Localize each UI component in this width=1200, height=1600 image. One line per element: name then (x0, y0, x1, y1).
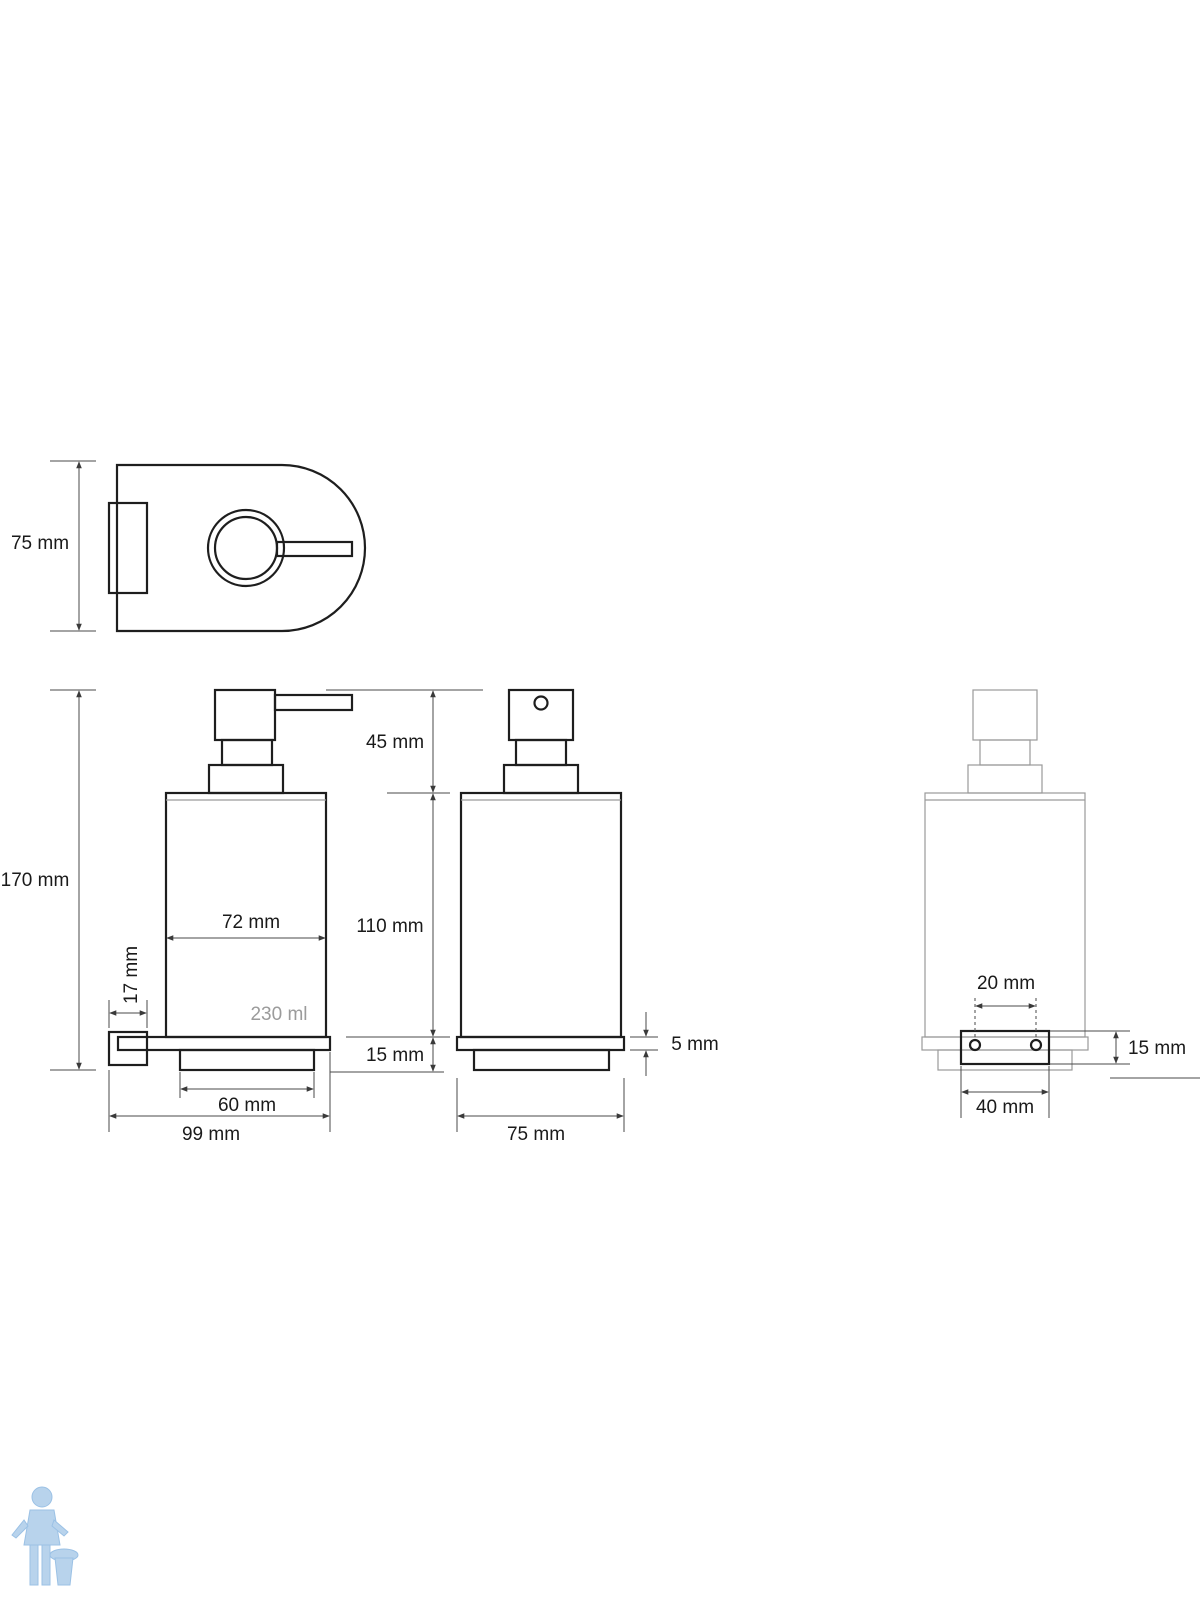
front-view-bottle (459, 791, 623, 1039)
bottle-height-label: 110 mm (356, 916, 423, 937)
bracket-height-label: 17 mm (121, 946, 142, 1004)
hole-spacing-label: 20 mm (977, 973, 1035, 994)
capacity-label: 230 ml (250, 1004, 307, 1025)
rear-view: 20 mm 15 mm 40 mm (921, 689, 1200, 1118)
rear-view-screw-hole-left (968, 1038, 982, 1052)
total-depth-label: 99 mm (182, 1124, 240, 1145)
rear-view-bottle-bottom (937, 1049, 1073, 1071)
rear-view-pump-head (972, 689, 1038, 741)
rear-view-bottle (924, 792, 1086, 1038)
side-view-pump-head (213, 688, 277, 742)
front-width-label: 75 mm (507, 1124, 565, 1145)
bottle-width-label: 72 mm (222, 912, 280, 933)
top-view-wall-mount (107, 501, 149, 595)
top-view-pump-outer-ring (206, 508, 286, 588)
side-view-pump-neck (220, 738, 274, 767)
pump-height-label: 45 mm (366, 732, 424, 753)
height-dimensions: 45 mm 110 mm 15 mm (326, 689, 483, 1073)
front-view-nozzle-hole (533, 695, 549, 711)
bottom-width-label: 60 mm (218, 1095, 276, 1116)
front-view: 5 mm 75 mm (455, 688, 719, 1145)
rear-view-bracket-plate (959, 1029, 1051, 1066)
rear-view-pump-neck (979, 739, 1031, 766)
side-view-spout (273, 693, 354, 712)
top-view: 75 mm (11, 460, 367, 633)
front-view-bottle-bottom (472, 1048, 611, 1072)
bracket-plate-width-label: 40 mm (976, 1097, 1034, 1118)
front-view-pump-neck (514, 738, 568, 767)
side-view-bottle-bottom (178, 1048, 316, 1072)
base-height-label: 15 mm (366, 1045, 424, 1066)
top-depth-label: 75 mm (11, 533, 69, 554)
front-view-pump-collar (502, 763, 580, 795)
side-view: 170 mm 72 mm 230 ml 17 mm 60 mm 99 mm (1, 688, 354, 1145)
side-view-wall-bracket (107, 1030, 149, 1067)
rear-view-pump-collar (967, 764, 1043, 794)
front-view-tray (455, 1035, 626, 1052)
overall-height-label: 170 mm (1, 870, 70, 891)
top-view-spout (275, 540, 354, 558)
gap-label: 5 mm (671, 1034, 719, 1055)
top-view-back-plate (115, 463, 367, 633)
bracket-plate-height-label: 15 mm (1128, 1038, 1186, 1059)
side-view-pump-collar (207, 763, 285, 795)
rear-view-tray (921, 1036, 1089, 1051)
rear-view-screw-hole-right (1029, 1038, 1043, 1052)
plumber-mascot-icon (11, 1486, 79, 1586)
side-view-tray (116, 1035, 332, 1052)
top-view-pump-inner-ring (213, 515, 279, 581)
